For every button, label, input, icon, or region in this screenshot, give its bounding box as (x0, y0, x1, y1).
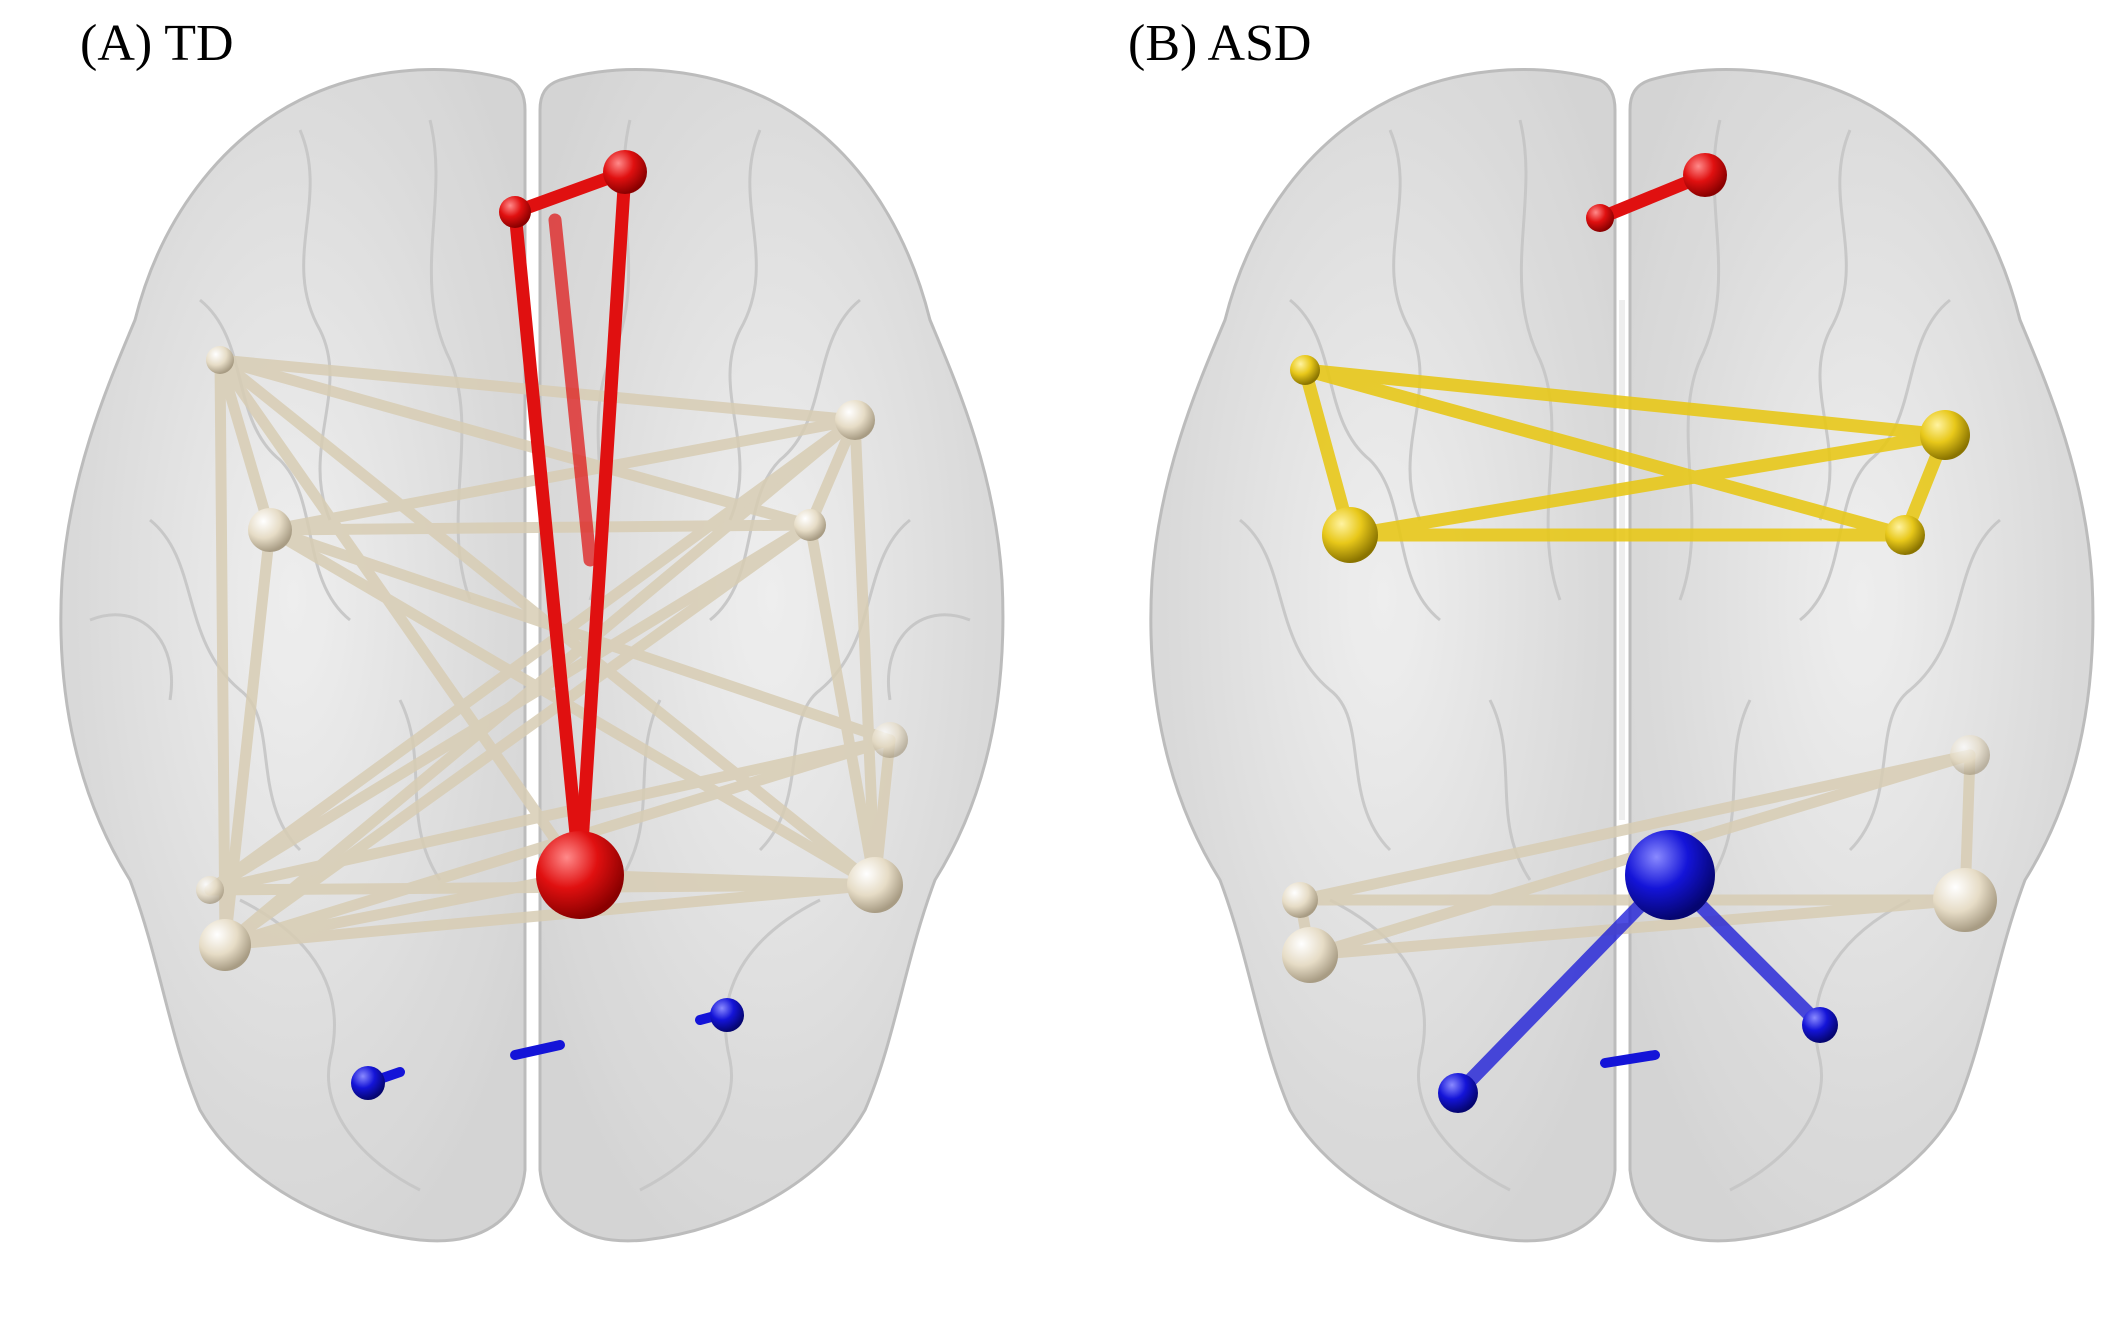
node-beige (199, 919, 251, 971)
node-yellow (1885, 515, 1925, 555)
node-beige (872, 722, 908, 758)
node-beige (1282, 927, 1338, 983)
node-blue (1802, 1007, 1838, 1043)
right-hemisphere (1628, 68, 2095, 1243)
node-yellow (1290, 355, 1320, 385)
right-hemisphere (538, 68, 1005, 1243)
node-beige (196, 876, 224, 904)
blue-nodes (351, 998, 744, 1100)
node-yellow (1920, 410, 1970, 460)
node-red (536, 831, 624, 919)
node-blue (351, 1066, 385, 1100)
node-beige (248, 508, 292, 552)
panel-a-label: (A) TD (80, 15, 234, 72)
red-nodes (499, 150, 647, 919)
node-beige (1282, 882, 1318, 918)
node-blue (1438, 1073, 1478, 1113)
node-blue (1625, 830, 1715, 920)
brain-td-figure (59, 68, 1005, 1243)
node-beige (1933, 868, 1997, 932)
red-nodes (1586, 153, 1727, 232)
yellow-nodes (1290, 355, 1970, 563)
node-red (1586, 204, 1614, 232)
node-beige (206, 346, 234, 374)
panel-asd: (B) ASD (1060, 0, 2120, 1320)
node-beige (847, 857, 903, 913)
node-beige (835, 400, 875, 440)
node-red (1683, 153, 1727, 197)
brain-asd-figure (1149, 68, 2095, 1243)
gyri-lines (1239, 119, 2001, 1192)
node-beige (794, 509, 826, 541)
left-hemisphere (1149, 68, 1617, 1243)
red-network (508, 165, 632, 882)
beige-nodes (196, 346, 908, 971)
node-beige (1950, 735, 1990, 775)
node-red (499, 196, 531, 228)
beige-nodes (1282, 735, 1997, 983)
panel-b-label: (B) ASD (1128, 15, 1312, 72)
node-blue (710, 998, 744, 1032)
blue-nodes (1438, 830, 1838, 1113)
left-hemisphere (59, 68, 527, 1243)
node-red (603, 150, 647, 194)
panel-td: (A) TD (59, 15, 1005, 1243)
node-yellow (1322, 507, 1378, 563)
